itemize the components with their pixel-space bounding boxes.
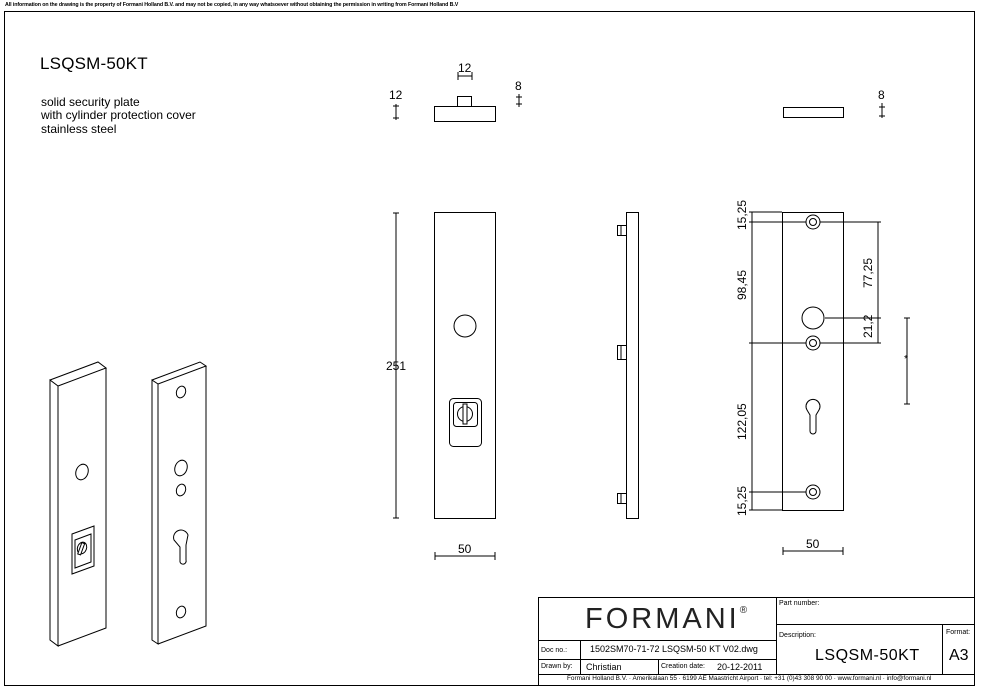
dim-hole-to-hole: 77,25 [861, 257, 875, 288]
part-number-label: Part number: [779, 600, 820, 607]
description-label: Description: [779, 632, 816, 639]
dim-spindle-width: 12 [458, 61, 472, 75]
creation-date-label: Creation date: [661, 663, 705, 670]
dim-hole-edge-bottom: 15,25 [735, 485, 749, 516]
dim-width-back: 50 [806, 537, 820, 551]
dim-small-gap: 21,2 [861, 314, 875, 338]
dim-lower-span: 122,05 [735, 403, 749, 440]
doc-no-value: 1502SM70-71-72 LSQSM-50 KT V02.dwg [590, 644, 758, 654]
product-code: LSQSM-50KT [40, 54, 148, 73]
description-value: LSQSM-50KT [815, 647, 920, 664]
creation-date-value: 20-12-2011 [717, 662, 763, 672]
drawn-by-value: Christian [586, 662, 622, 672]
brand-mark: ® [739, 605, 748, 616]
dim-overall-length: 251 [386, 359, 407, 373]
isometric-front-view [49, 361, 108, 647]
dim-asterisk: * [904, 354, 908, 365]
copyright-notice: All information on the drawing is the pr… [5, 2, 459, 8]
top-view [393, 72, 522, 122]
description-line: stainless steel [41, 121, 117, 136]
top-right-view [783, 103, 885, 118]
back-view [749, 211, 910, 555]
dim-upper-span: 98,45 [735, 269, 749, 300]
brand-name: FORMANI [585, 603, 740, 635]
product-description: solid security plate with cylinder prote… [41, 95, 196, 136]
formani-logo: FORMANI® [585, 603, 747, 636]
dim-top-height: 12 [389, 88, 403, 102]
format-value: A3 [949, 647, 969, 664]
doc-no-label: Doc no.: [541, 647, 568, 654]
isometric-back-view [151, 361, 208, 645]
drawing-frame [4, 11, 975, 686]
front-view [393, 212, 496, 560]
dim-width-front: 50 [458, 542, 472, 556]
dim-top-thickness: 8 [515, 79, 522, 93]
drawn-by-label: Drawn by: [541, 663, 573, 670]
description-line: with cylinder protection cover [41, 108, 196, 123]
side-view [617, 212, 639, 519]
company-footer: Formani Holland B.V. · Amerikalaan 55 · … [567, 675, 932, 682]
dim-hole-edge-top: 15,25 [735, 199, 749, 230]
format-label: Format: [946, 629, 971, 636]
title-block-lines [538, 597, 975, 686]
description-line: solid security plate [41, 95, 140, 109]
dim-right-thickness: 8 [878, 88, 885, 102]
